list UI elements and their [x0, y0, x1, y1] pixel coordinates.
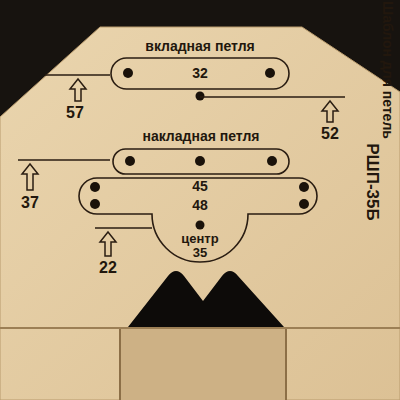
hinge-slot: накладная петля	[112, 148, 290, 175]
plywood-board	[0, 27, 400, 400]
hinge-slot: 45 48 центр 35	[78, 177, 318, 265]
dimension-arrow	[322, 101, 338, 122]
hinge-type-heading: накладная петля	[142, 129, 259, 144]
drill-hole	[196, 221, 205, 230]
hole-spacing-number: 48	[192, 198, 208, 213]
drill-hole	[196, 92, 205, 101]
dimension-arrow	[70, 79, 86, 101]
dimension-marks	[18, 75, 345, 256]
dimension-line	[200, 96, 345, 98]
drill-hole	[299, 182, 309, 192]
slot-outline-path	[79, 178, 317, 262]
drill-hole	[195, 156, 205, 166]
bottom-notch	[120, 329, 286, 400]
center-mark-label: центр 35	[176, 232, 224, 261]
v-cutout	[128, 271, 284, 327]
dimension-line	[18, 159, 110, 161]
model-code: РШП-35Б	[362, 143, 382, 220]
template-title: Шаблон для петель	[380, 1, 396, 139]
hinge-slot: вкладная петля32	[110, 57, 290, 90]
hole-spacing-number: 45	[192, 179, 208, 194]
dimension-arrow	[100, 232, 116, 256]
drill-hole	[265, 68, 275, 78]
dimension-number: 52	[321, 125, 339, 143]
dimension-arrow	[22, 164, 38, 190]
drill-hole	[90, 182, 100, 192]
hole-spacing-number: 32	[192, 66, 208, 81]
board-edge-line	[0, 327, 400, 329]
dimension-number: 37	[21, 194, 39, 212]
drill-hole	[267, 156, 277, 166]
dimension-number: 57	[66, 104, 84, 122]
drill-holes	[90, 68, 309, 230]
drill-hole	[299, 199, 309, 209]
slot-outline	[112, 148, 290, 175]
dimension-line	[45, 74, 110, 76]
dimension-line	[95, 227, 152, 229]
notch-edge	[119, 329, 121, 400]
drill-hole	[90, 199, 100, 209]
dimension-number: 22	[99, 259, 117, 277]
slot-outline-path	[111, 58, 289, 89]
drill-hole	[123, 68, 133, 78]
hinge-type-heading: вкладная петля	[145, 39, 254, 54]
notch-edge	[285, 329, 287, 400]
slot-outline-path	[113, 149, 289, 174]
drill-hole	[125, 156, 135, 166]
